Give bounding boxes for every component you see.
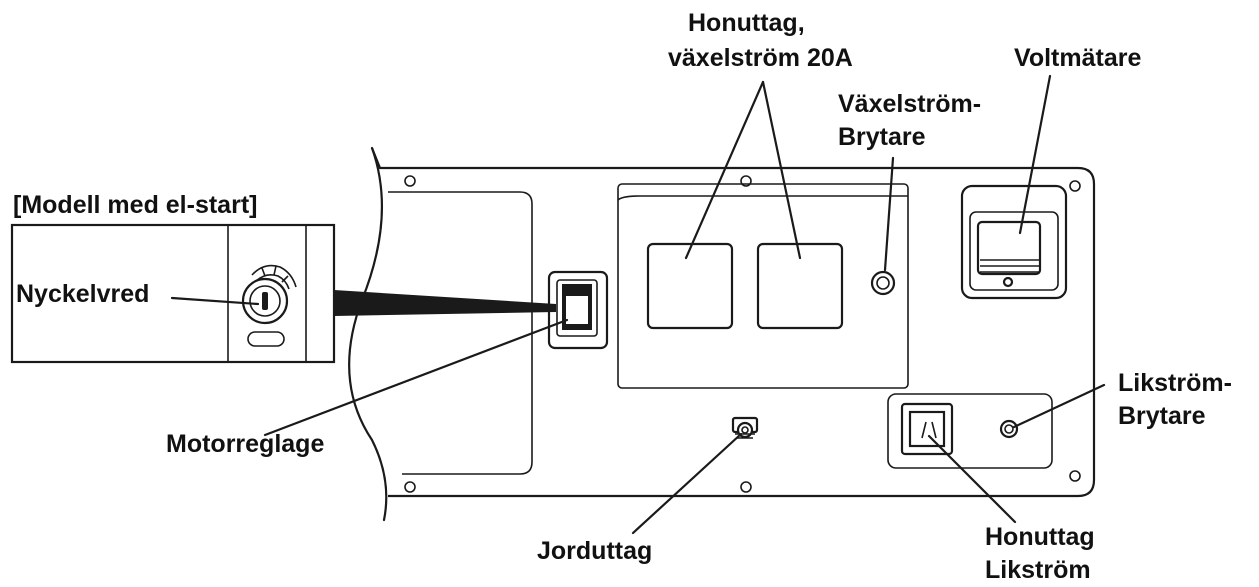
label-engine-switch: Motorreglage bbox=[166, 430, 324, 458]
key-switch-arc-outer bbox=[251, 264, 297, 288]
label-ac-outlets-line1: Honuttag, bbox=[688, 9, 805, 37]
voltmeter-window bbox=[976, 220, 1042, 276]
label-ac-breaker-line2: Brytare bbox=[838, 123, 926, 151]
key-switch-arc-inner bbox=[255, 274, 290, 290]
voltmeter bbox=[960, 184, 1068, 300]
dc-section-frame bbox=[887, 393, 1053, 469]
leader-ac-breaker bbox=[883, 156, 895, 272]
leader-ac-outlet-right bbox=[761, 80, 802, 260]
leader-ac-outlet-left bbox=[684, 80, 765, 260]
key-switch-key-slot bbox=[262, 292, 268, 310]
label-dc-outlet-line2: Likström bbox=[985, 556, 1091, 584]
leader-engine-switch bbox=[263, 318, 569, 437]
panel-break-edge bbox=[348, 146, 388, 522]
voltmeter-housing bbox=[969, 211, 1059, 291]
ground-terminal-bolt bbox=[741, 426, 749, 434]
label-ground-terminal: Jorduttag bbox=[537, 537, 652, 565]
voltmeter-pivot bbox=[1002, 276, 1014, 288]
ac-breaker-button-inner bbox=[876, 276, 890, 290]
label-dc-breaker-line1: Likström- bbox=[1118, 369, 1232, 397]
engine-switch-face bbox=[566, 296, 588, 324]
label-key-switch: Nyckelvred bbox=[16, 280, 149, 308]
label-dc-breaker-line2: Brytare bbox=[1118, 402, 1206, 430]
label-ac-outlets-line2: växelström 20A bbox=[668, 44, 853, 72]
electric-start-inset bbox=[10, 223, 336, 364]
ac-breaker-button-outer bbox=[870, 270, 896, 296]
key-switch-icon bbox=[241, 264, 297, 347]
leader-voltmeter bbox=[1018, 74, 1052, 235]
engine-switch-recess bbox=[556, 279, 598, 337]
dc-breaker-outer bbox=[999, 419, 1019, 439]
engine-switch bbox=[547, 270, 609, 350]
dc-outlet-slots bbox=[921, 421, 937, 439]
ac-outlet-left bbox=[646, 242, 734, 330]
ac-section-lip bbox=[617, 195, 908, 201]
dc-section bbox=[887, 393, 1053, 469]
screw-2 bbox=[740, 175, 752, 187]
label-model-electric-start: [Modell med el-start] bbox=[13, 191, 257, 219]
screw-3 bbox=[1069, 180, 1081, 192]
ac-outlet-section bbox=[617, 183, 909, 389]
label-voltmeter: Voltmätare bbox=[1014, 44, 1141, 72]
label-ac-breaker-line1: Växelström- bbox=[838, 90, 981, 118]
leader-lines bbox=[170, 74, 1106, 535]
leader-dc-outlet bbox=[927, 434, 1017, 524]
screw-1 bbox=[404, 175, 416, 187]
leader-ground-terminal bbox=[631, 432, 743, 535]
key-switch-arc-ticks bbox=[261, 265, 289, 283]
ground-terminal-lines bbox=[735, 433, 755, 439]
leader-dc-breaker bbox=[1012, 383, 1106, 429]
ac-section-frame bbox=[617, 183, 909, 389]
dc-outlet-socket bbox=[908, 410, 946, 448]
label-dc-outlet-line1: Honuttag bbox=[985, 523, 1095, 551]
key-switch-label-plate bbox=[247, 331, 285, 347]
text-labels: Honuttag, växelström 20A Voltmätare Växe… bbox=[13, 9, 1232, 584]
screw-5 bbox=[740, 481, 752, 493]
screw-4 bbox=[404, 481, 416, 493]
screw-6 bbox=[1069, 470, 1081, 482]
ground-terminal bbox=[731, 416, 759, 439]
leader-key-switch bbox=[170, 296, 260, 306]
ac-outlet-right bbox=[756, 242, 844, 330]
dc-breaker-inner bbox=[1004, 424, 1014, 434]
inset-connector-wedge bbox=[334, 290, 556, 316]
key-switch-ring-inner bbox=[249, 285, 281, 317]
